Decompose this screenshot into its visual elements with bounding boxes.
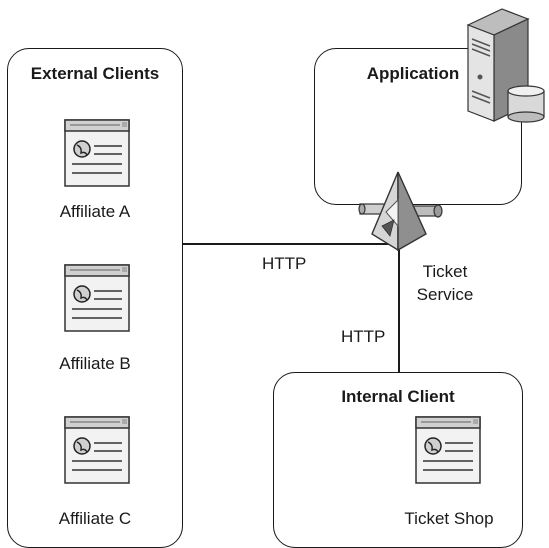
internal-http-label: HTTP — [341, 327, 386, 346]
affiliate-c-label: Affiliate C — [58, 509, 132, 528]
application-title: Application — [366, 64, 460, 83]
affiliate-a-label: Affiliate A — [59, 202, 131, 221]
ticket-service-label-line2: Service — [416, 285, 474, 304]
http-line-horizontal — [183, 243, 399, 245]
browser-window-icon-c — [64, 416, 130, 484]
external-http-label: HTTP — [262, 254, 307, 273]
internal-client-title: Internal Client — [341, 387, 455, 406]
ticket-service-label-line1: Ticket — [422, 262, 468, 281]
browser-window-icon-b — [64, 264, 130, 332]
browser-window-icon-ticket-shop — [415, 416, 481, 484]
server-icon — [466, 8, 545, 123]
browser-window-icon-a — [64, 119, 130, 187]
affiliate-b-label: Affiliate B — [59, 354, 131, 373]
external-clients-title: External Clients — [30, 64, 160, 83]
service-triangle-icon — [358, 171, 443, 252]
internal-client-box: Internal Client — [273, 372, 523, 548]
ticket-shop-label: Ticket Shop — [404, 509, 494, 528]
http-line-vertical — [398, 243, 400, 373]
